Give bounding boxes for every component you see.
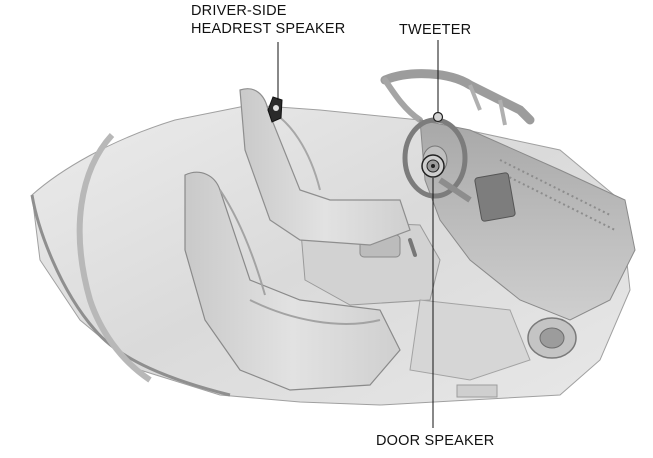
driver-headrest-label-line2: HEADREST SPEAKER: [191, 21, 346, 37]
leader-lines: [277, 40, 439, 428]
windshield-frame: [380, 69, 535, 126]
door-speaker-label: DOOR SPEAKER: [376, 433, 495, 449]
door-speaker-icon: [421, 154, 445, 178]
driver-headrest-speaker-label: DRIVER-SIDE HEADREST SPEAKER: [191, 2, 345, 38]
driver-headrest-label-line1: DRIVER-SIDE: [191, 3, 287, 19]
dashboard: [419, 119, 636, 359]
driver-seat: [184, 171, 401, 391]
floor: [409, 299, 531, 398]
headrest-speaker-icon: [267, 96, 283, 123]
tweeter-icon: [432, 111, 444, 123]
tweeter-label: TWEETER: [399, 22, 472, 38]
